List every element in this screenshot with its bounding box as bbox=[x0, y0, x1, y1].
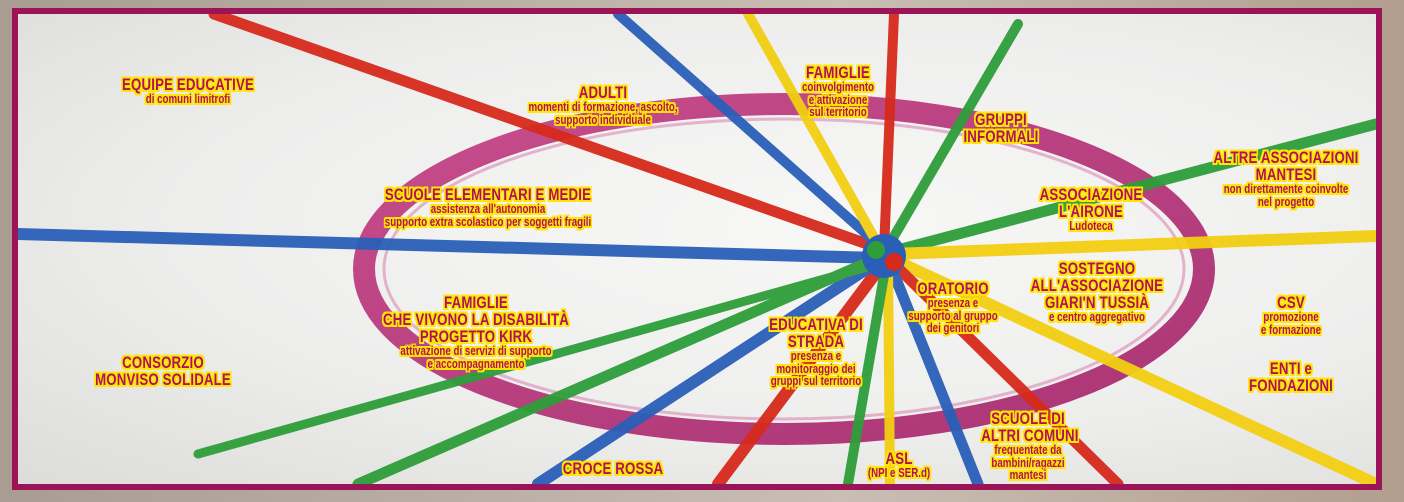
node-title: CROCE ROSSA bbox=[562, 459, 664, 478]
string-red-1 bbox=[208, 14, 890, 256]
string-blue-3 bbox=[884, 258, 984, 484]
node-subtitle: frequentate da bbox=[994, 443, 1062, 457]
knot-red bbox=[885, 253, 903, 271]
node-title: FAMIGLIE bbox=[444, 293, 508, 312]
node-subtitle: dei genitori bbox=[926, 321, 980, 335]
string-blue-1 bbox=[18, 228, 884, 264]
node-educativa-strada: EDUCATIVA DI STRADA presenza e monitorag… bbox=[761, 316, 870, 388]
node-csv: CSV promozione e formazione bbox=[1248, 294, 1334, 336]
node-subtitle: (NPI e SER.d) bbox=[867, 466, 931, 480]
node-subtitle: supporto al gruppo bbox=[908, 308, 998, 323]
node-title: ADULTI bbox=[578, 83, 628, 102]
node-title: ENTI e bbox=[1269, 359, 1313, 378]
node-title: CSV bbox=[1277, 293, 1305, 312]
string-yellow-4 bbox=[883, 259, 895, 484]
diagram-frame: EQUIPE EDUCATIVE di comuni limitrofi ADU… bbox=[12, 8, 1382, 490]
node-title: ORATORIO bbox=[917, 279, 989, 298]
node-oratorio: ORATORIO presenza e supporto al gruppo d… bbox=[906, 280, 1000, 335]
node-title: ALTRE ASSOCIAZIONI bbox=[1213, 148, 1359, 167]
node-title: ALL'ASSOCIAZIONE bbox=[1030, 276, 1164, 295]
node-subtitle: promozione bbox=[1263, 310, 1319, 324]
string-blue-4 bbox=[532, 254, 886, 484]
node-title: CHE VIVONO LA DISABILITÀ bbox=[383, 310, 569, 329]
node-altre-associazioni: ALTRE ASSOCIAZIONI MANTESI non direttame… bbox=[1208, 149, 1364, 208]
node-subtitle: e accompagnamento bbox=[427, 356, 525, 371]
node-subtitle: coinvolgimento bbox=[801, 80, 875, 94]
node-title: CONSORZIO bbox=[122, 353, 204, 372]
node-subtitle: monitoraggio dei bbox=[776, 361, 856, 376]
node-title: EQUIPE EDUCATIVE bbox=[122, 75, 254, 94]
node-title: SCUOLE ELEMENTARI E MEDIE bbox=[384, 185, 592, 204]
node-adulti: ADULTI momenti di formazione, ascolto, s… bbox=[513, 84, 692, 126]
ring-outer bbox=[353, 93, 1215, 445]
node-subtitle: presenza e bbox=[927, 296, 979, 310]
node-subtitle: presenza e bbox=[790, 349, 842, 363]
node-gruppi-informali: GRUPPI INFORMALI bbox=[958, 111, 1044, 145]
node-title: PROGETTO KIRK bbox=[419, 327, 533, 346]
node-title: GIARI'N TUSSIÀ bbox=[1044, 293, 1150, 312]
node-title: FONDAZIONI bbox=[1248, 376, 1334, 395]
string-red-2 bbox=[879, 14, 899, 255]
node-croce-rossa: CROCE ROSSA bbox=[562, 460, 663, 477]
node-subtitle: nel progetto bbox=[1257, 194, 1315, 209]
node-subtitle: supporto extra scolastico per soggetti f… bbox=[384, 214, 592, 229]
string-green-5 bbox=[193, 259, 883, 459]
node-subtitle: supporto individuale bbox=[555, 112, 651, 127]
node-subtitle: momenti di formazione, ascolto, bbox=[528, 100, 678, 114]
string-yellow-2 bbox=[886, 230, 1376, 260]
node-scuole-altri-comuni: SCUOLE DI ALTRI COMUNI frequentate da ba… bbox=[981, 409, 1079, 482]
node-title: STRADA bbox=[787, 332, 845, 351]
node-subtitle: bambini/ragazzi bbox=[991, 455, 1065, 470]
node-title: ASSOCIAZIONE bbox=[1039, 185, 1143, 204]
node-title: L'AIRONE bbox=[1058, 202, 1124, 221]
node-equipe: EQUIPE EDUCATIVE di comuni limitrofi bbox=[110, 76, 266, 106]
node-scuole-elementari: SCUOLE ELEMENTARI E MEDIE assistenza all… bbox=[355, 186, 620, 228]
node-title: MONVISO SOLIDALE bbox=[95, 370, 231, 389]
node-subtitle: assistenza all'autonomia bbox=[430, 202, 546, 216]
ring-inner bbox=[382, 117, 1186, 421]
node-subtitle: sul territorio bbox=[809, 105, 867, 119]
node-consorzio: CONSORZIO MONVISO SOLIDALE bbox=[89, 354, 237, 388]
node-title: EDUCATIVA DI bbox=[769, 315, 863, 334]
node-sostegno-giarin-tussia: SOSTEGNO ALL'ASSOCIAZIONE GIARI'N TUSSIÀ… bbox=[1031, 260, 1164, 324]
node-subtitle: e formazione bbox=[1260, 322, 1322, 337]
node-title: ALTRI COMUNI bbox=[981, 426, 1079, 445]
node-title: ASL bbox=[885, 449, 913, 468]
node-title: GRUPPI bbox=[975, 110, 1027, 129]
node-title: SCUOLE DI bbox=[991, 409, 1065, 428]
node-subtitle: gruppi sul territorio bbox=[770, 374, 862, 388]
node-title: SOSTEGNO bbox=[1058, 259, 1136, 278]
node-title: MANTESI bbox=[1255, 165, 1317, 184]
node-associazione-airone: ASSOCIAZIONE L'AIRONE Ludoteca bbox=[1036, 186, 1145, 233]
node-subtitle: mantesi bbox=[1009, 468, 1047, 482]
node-subtitle: attivazione di servizi di supporto bbox=[400, 344, 552, 358]
node-famiglie-disabilita: FAMIGLIE CHE VIVONO LA DISABILITÀ PROGET… bbox=[367, 294, 585, 370]
node-enti-fondazioni: ENTI e FONDAZIONI bbox=[1240, 360, 1341, 394]
node-famiglie-territorio: FAMIGLIE coinvolgimento e attivazione su… bbox=[791, 64, 885, 119]
strings-art bbox=[18, 14, 1376, 484]
string-green-2 bbox=[884, 118, 1376, 258]
node-subtitle: di comuni limitrofi bbox=[145, 92, 231, 106]
string-blue-2 bbox=[613, 14, 885, 251]
knot-green bbox=[867, 241, 885, 259]
string-red-3 bbox=[886, 256, 1124, 484]
node-title: FAMIGLIE bbox=[806, 63, 870, 82]
string-yellow-1 bbox=[743, 14, 885, 253]
node-subtitle: e centro aggregativo bbox=[1049, 310, 1145, 324]
string-green-4 bbox=[352, 252, 884, 484]
node-subtitle: e attivazione bbox=[808, 92, 868, 107]
node-subtitle: non direttamente coinvolte bbox=[1223, 182, 1349, 196]
node-asl: ASL (NPI e SER.d) bbox=[856, 450, 942, 480]
string-green-3 bbox=[843, 259, 891, 484]
node-title: INFORMALI bbox=[963, 127, 1039, 146]
node-subtitle: Ludoteca bbox=[1069, 219, 1113, 233]
string-green-1 bbox=[881, 19, 1023, 255]
string-yellow-3 bbox=[888, 254, 1376, 484]
string-red-4 bbox=[712, 256, 890, 484]
